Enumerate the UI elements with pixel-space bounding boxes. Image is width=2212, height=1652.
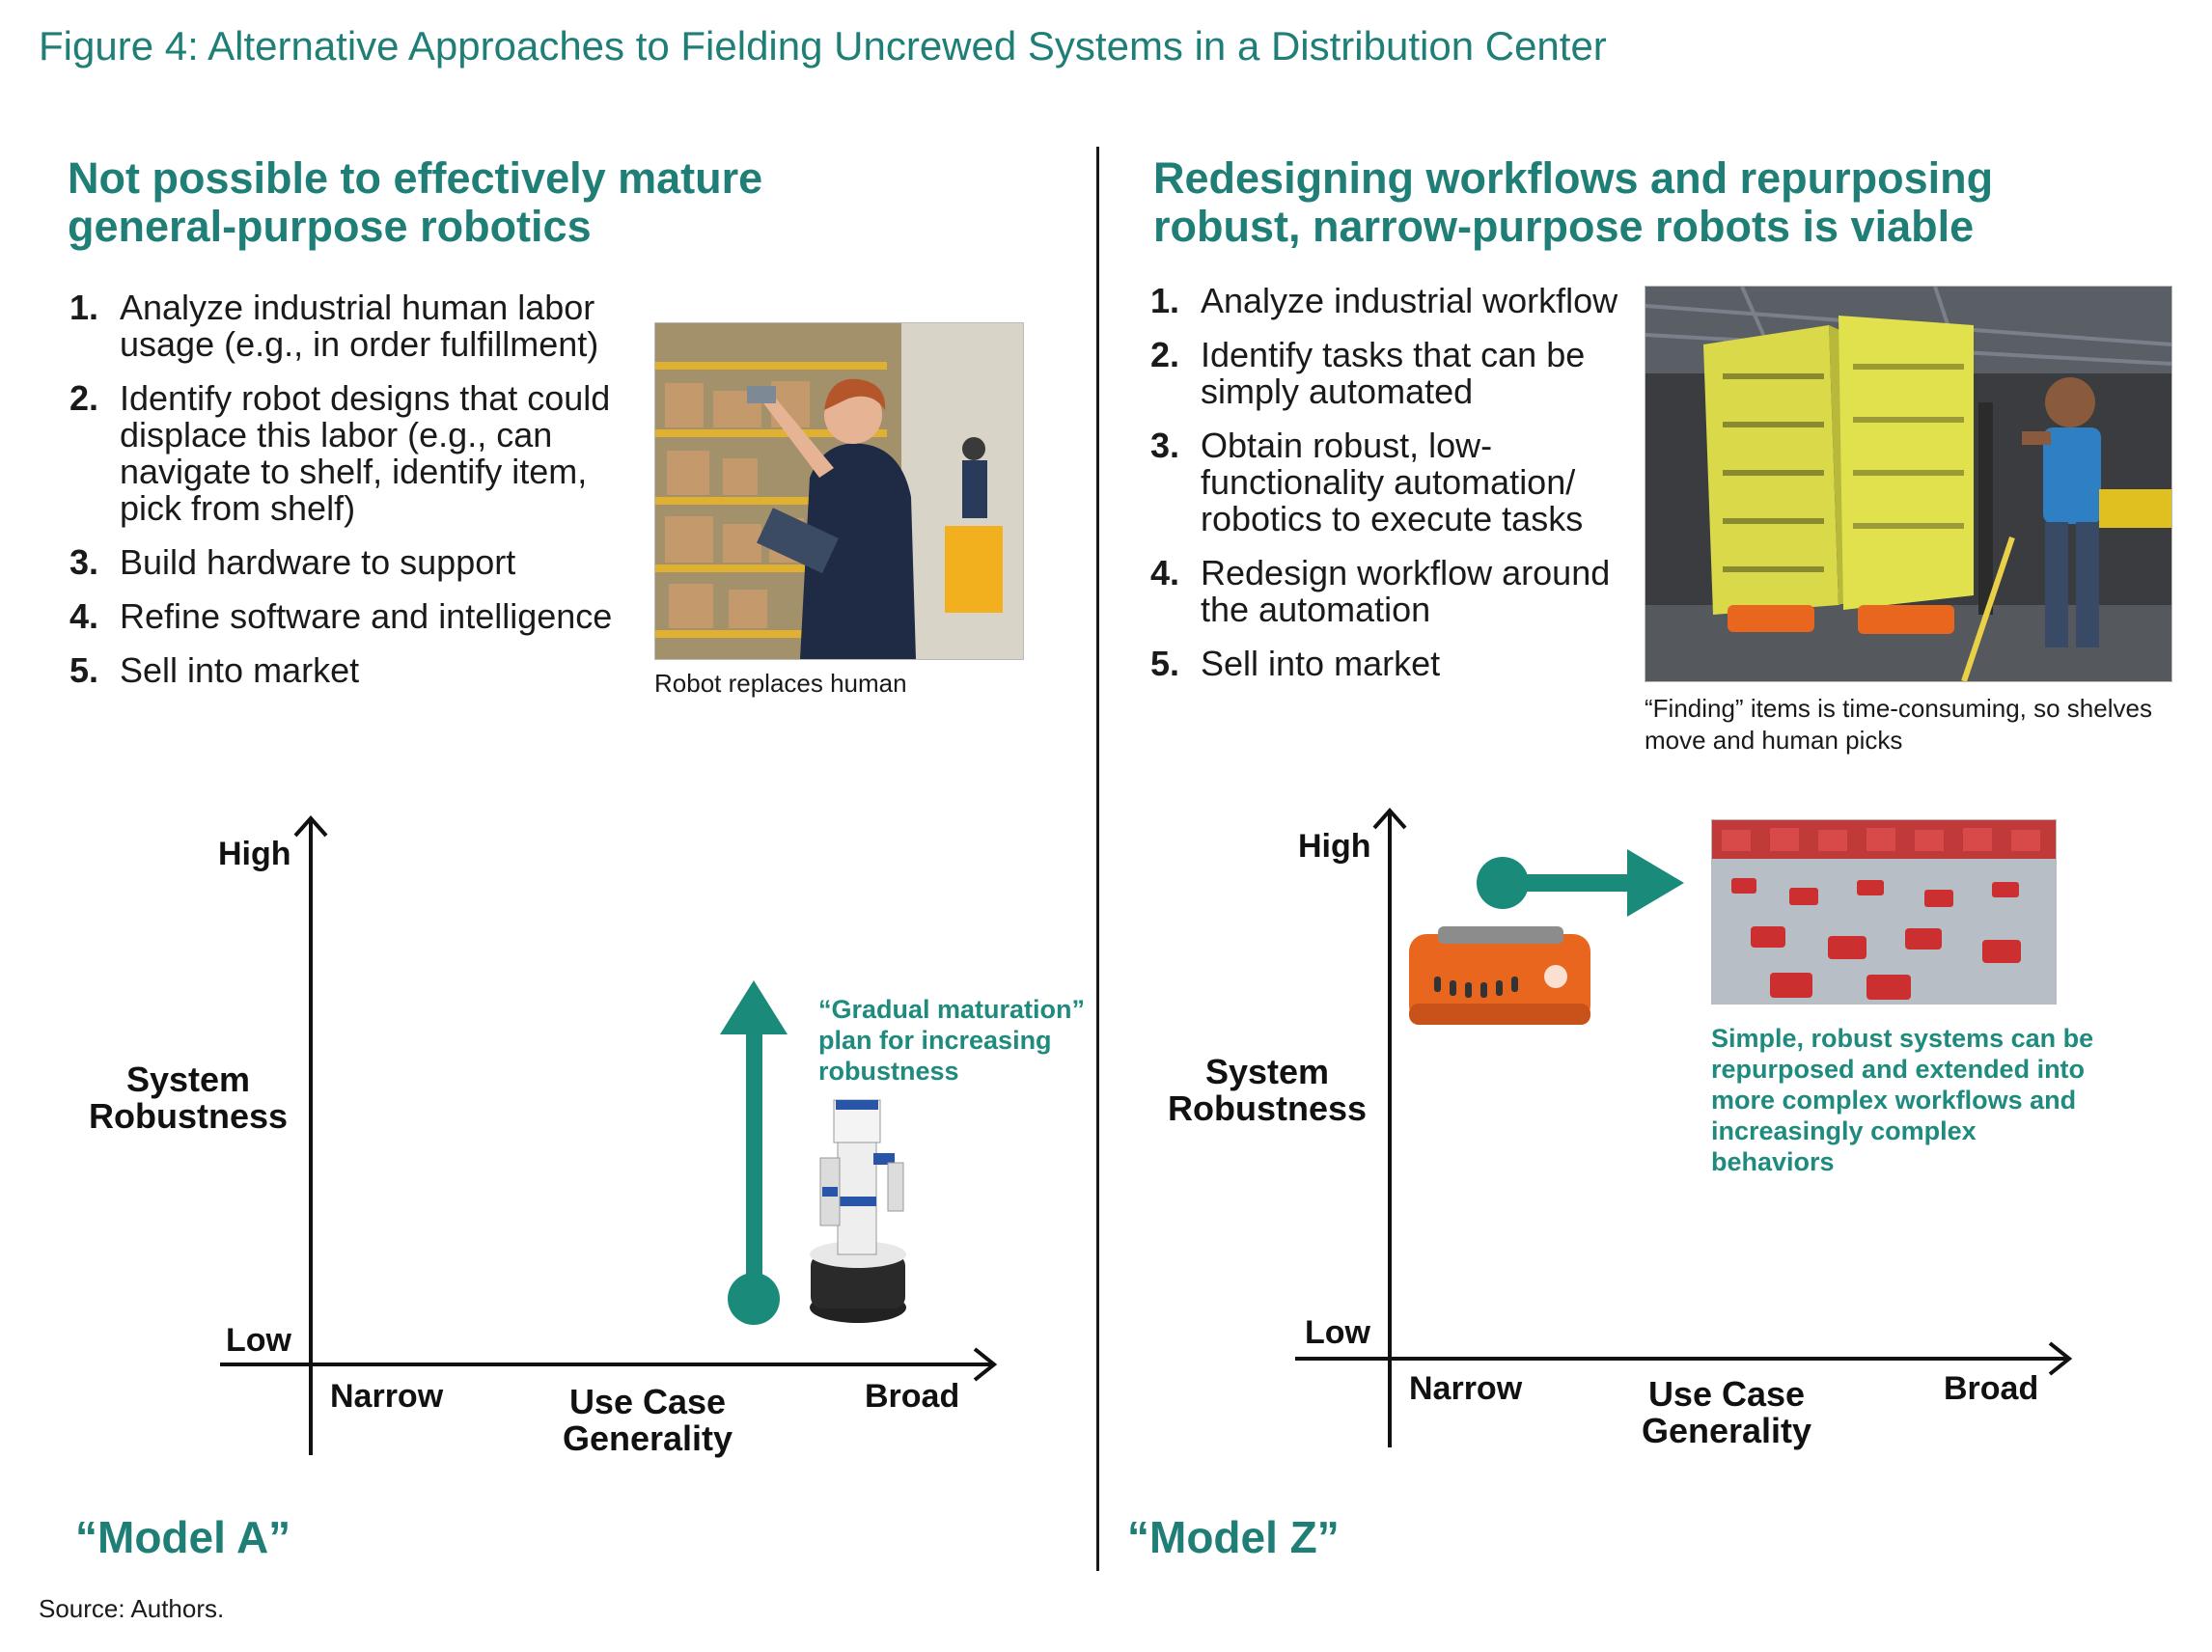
left-y-low-label: Low — [226, 1322, 291, 1359]
right-x-narrow-label: Narrow — [1409, 1370, 1523, 1407]
left-x-title-line1: Use Case — [568, 1382, 727, 1421]
right-x-axis-title: Use Case Generality — [1616, 1376, 1838, 1449]
robot-fleet-photo — [1711, 819, 2057, 1005]
step-text: Refine software and intelligence — [120, 596, 613, 636]
step-text: Build hardware to support — [120, 542, 516, 582]
figure-title: Figure 4: Alternative Approaches to Fiel… — [39, 23, 1607, 69]
step-number: 2. — [69, 378, 99, 418]
panel-divider — [1096, 147, 1099, 1571]
step-text: Analyze industrial workflow — [1201, 281, 1618, 320]
step-number: 4. — [69, 596, 99, 636]
left-photo-caption: Robot replaces human — [654, 669, 907, 698]
right-y-low-label: Low — [1305, 1314, 1370, 1351]
right-x-broad-label: Broad — [1944, 1370, 2039, 1407]
left-heading-line2: general-purpose robotics — [68, 202, 592, 251]
right-heading-line1: Redesigning workflows and repurposing — [1153, 153, 1994, 203]
right-photo-caption: “Finding” items is time-consuming, so sh… — [1645, 694, 2152, 755]
right-y-title-line1: System — [1204, 1052, 1330, 1091]
left-arrow-head — [720, 980, 788, 1034]
right-axes — [1295, 807, 2073, 1447]
right-y-title-line2: Robustness — [1167, 1088, 1368, 1128]
step-number: 3. — [69, 542, 99, 582]
list-item: 4. Refine software and intelligence — [69, 598, 629, 635]
model-z-label: “Model Z” — [1127, 1512, 1340, 1562]
right-y-high-label: High — [1298, 828, 1371, 865]
step-number: 5. — [69, 650, 99, 690]
step-text: Sell into market — [120, 650, 360, 690]
warehouse-worker-photo — [654, 322, 1024, 660]
moving-shelves-photo — [1645, 286, 2172, 682]
list-item: 4. Redesign workflow around the automatio… — [1150, 555, 1633, 628]
left-x-axis-arrowhead — [973, 1347, 998, 1382]
right-y-axis-title: System Robustness — [1156, 1054, 1378, 1127]
right-arrow-shaft — [1503, 874, 1631, 892]
step-number: 1. — [69, 288, 99, 327]
step-number: 5. — [1150, 644, 1180, 683]
left-axes — [220, 814, 998, 1455]
step-text: Obtain robust, low-functionality automat… — [1201, 426, 1584, 538]
right-chart-annotation: Simple, robust systems can be repurposed… — [1711, 1024, 2094, 1176]
left-y-title-line1: System — [125, 1060, 251, 1099]
list-item: 5. Sell into market — [69, 652, 629, 689]
right-repurpose-arrow — [1477, 849, 1684, 917]
left-x-axis-title: Use Case Generality — [537, 1384, 759, 1457]
step-number: 2. — [1150, 335, 1180, 374]
left-y-axis-arrowhead — [293, 814, 328, 838]
right-x-axis-arrowhead — [2048, 1341, 2073, 1376]
right-heading-line2: robust, narrow-purpose robots is viable — [1153, 202, 1975, 251]
left-x-title-line2: Generality — [562, 1418, 733, 1458]
model-a-label: “Model A” — [75, 1512, 291, 1562]
left-y-axis-title: System Robustness — [77, 1061, 299, 1135]
step-number: 4. — [1150, 553, 1180, 592]
left-arrow-shaft — [746, 1032, 762, 1298]
right-y-axis-arrowhead — [1372, 807, 1407, 830]
step-text: Analyze industrial human labor usage (e.… — [120, 288, 599, 364]
list-item: 1. Analyze industrial workflow — [1150, 283, 1633, 319]
right-arrow-head — [1627, 849, 1684, 917]
kiva-robot-illustration — [1409, 926, 1590, 1025]
step-text: Sell into market — [1201, 644, 1441, 683]
step-number: 1. — [1150, 281, 1180, 320]
step-number: 3. — [1150, 426, 1180, 465]
left-chart-annotation: “Gradual maturation” plan for increasing… — [818, 994, 1108, 1087]
left-y-high-label: High — [218, 836, 291, 872]
left-annotation-line3: robustness — [818, 1057, 959, 1086]
left-x-broad-label: Broad — [865, 1378, 960, 1415]
right-panel-heading: Redesigning workflows and repurposing ro… — [1153, 154, 2176, 251]
left-annotation-line1: “Gradual maturation” — [818, 995, 1086, 1024]
step-text: Redesign workflow around the automation — [1201, 553, 1611, 629]
left-steps-list: 1. Analyze industrial human labor usage (… — [69, 289, 629, 706]
list-item: 5. Sell into market — [1150, 646, 1633, 682]
list-item: 1. Analyze industrial human labor usage (… — [69, 289, 629, 363]
fetch-robot-illustration — [810, 1099, 906, 1323]
list-item: 2. Identify robot designs that could disp… — [69, 380, 629, 527]
left-y-title-line2: Robustness — [88, 1096, 289, 1136]
left-maturation-arrow — [720, 980, 788, 1325]
right-x-title-line1: Use Case — [1647, 1374, 1806, 1414]
step-text: Identify robot designs that could displa… — [120, 378, 611, 528]
left-annotation-line2: plan for increasing — [818, 1026, 1052, 1055]
list-item: 3. Build hardware to support — [69, 544, 629, 581]
left-x-narrow-label: Narrow — [330, 1378, 444, 1415]
list-item: 3. Obtain robust, low-functionality autom… — [1150, 427, 1633, 537]
left-heading-line1: Not possible to effectively mature — [68, 153, 763, 203]
list-item: 2. Identify tasks that can be simply auto… — [1150, 337, 1633, 410]
left-panel-heading: Not possible to effectively mature gener… — [68, 154, 1033, 251]
left-arrow-origin-dot — [728, 1273, 780, 1325]
right-x-title-line2: Generality — [1641, 1411, 1812, 1450]
step-text: Identify tasks that can be simply automa… — [1201, 335, 1586, 411]
source-note: Source: Authors. — [39, 1594, 225, 1623]
right-steps-list: 1. Analyze industrial workflow 2. Identify… — [1150, 283, 1633, 700]
